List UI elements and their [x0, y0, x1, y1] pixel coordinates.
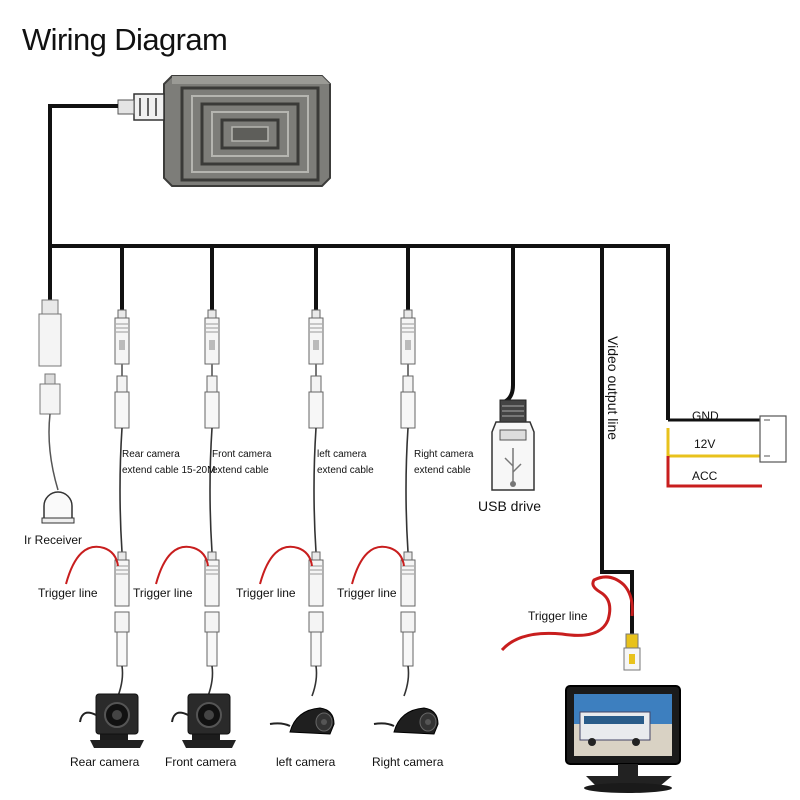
trigger-line-label-right: Trigger line — [337, 586, 397, 600]
acc-label: ACC — [692, 469, 718, 483]
front-extend-cable-label: Front camera extend cable — [212, 447, 271, 479]
left-extend-cable-label: left camera extend cable — [317, 447, 374, 479]
right-extend-line2: extend cable — [414, 465, 471, 476]
left-extend-line1: left camera — [317, 449, 367, 460]
monitor-trigger-wire — [500, 575, 634, 652]
left-camera-label: left camera — [276, 755, 336, 769]
rear-extend-line2: extend cable 15-20M — [122, 465, 216, 476]
left-camera-unit — [269, 707, 335, 735]
trigger-line-label-left: Trigger line — [236, 586, 296, 600]
rear-extend-cable-label: Rear camera extend cable 15-20M — [122, 447, 215, 479]
video-output-line-label: Video output line — [605, 336, 621, 441]
ir-receiver-cable — [38, 299, 75, 524]
monitor-trigger-line-label: Trigger line — [528, 609, 588, 623]
right-camera-cable-column — [351, 309, 416, 697]
dvr-box — [163, 75, 331, 187]
main-harness — [48, 104, 670, 634]
front-camera-label: Front camera — [165, 755, 237, 769]
right-extend-line1: Right camera — [414, 449, 474, 460]
front-camera-cable-column — [155, 309, 220, 697]
rear-camera-unit — [79, 693, 144, 748]
trigger-line-label-front: Trigger line — [133, 586, 193, 600]
left-camera-cable-column — [259, 309, 324, 697]
right-extend-cable-label: Right camera extend cable — [414, 447, 473, 479]
rca-connector — [623, 633, 641, 671]
front-extend-line1: Front camera — [212, 449, 272, 460]
rear-camera-label: Rear camera — [70, 755, 140, 769]
rear-camera-cable-column — [65, 309, 130, 697]
12v-label: 12V — [694, 437, 716, 451]
right-camera-label: Right camera — [372, 755, 444, 769]
trigger-line-label-rear: Trigger line — [38, 586, 98, 600]
right-camera-unit — [373, 707, 439, 735]
usb-drive-label: USB drive — [478, 498, 542, 514]
usb-drive — [491, 399, 535, 491]
ir-receiver-label: Ir Receiver — [24, 533, 83, 547]
front-extend-line2: extend cable — [212, 465, 269, 476]
diagram-title: Wiring Diagram — [22, 22, 228, 57]
front-camera-unit — [171, 693, 236, 748]
power-wires — [666, 415, 787, 488]
gnd-label: GND — [692, 409, 719, 423]
rear-extend-line1: Rear camera — [122, 449, 180, 460]
left-extend-line2: extend cable — [317, 465, 374, 476]
monitor — [565, 685, 681, 793]
dvr-connector — [117, 93, 165, 121]
